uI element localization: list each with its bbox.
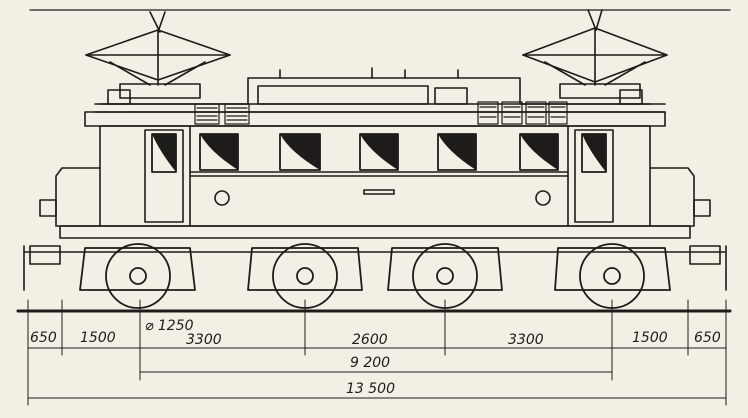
dim-1500-right: 1500	[632, 330, 668, 346]
dimension-lines	[27, 299, 727, 406]
window-shading	[152, 134, 606, 172]
body-shell	[84, 111, 666, 227]
dim-2600: 2600	[352, 332, 388, 348]
roof	[94, 67, 666, 113]
dim-650-left: 650	[30, 330, 57, 346]
pantograph-right	[522, 9, 668, 99]
dim-3300-right: 3300	[508, 332, 544, 348]
dim-650-right: 650	[694, 330, 721, 346]
dim-3300-left: 3300	[186, 332, 222, 348]
wheelsets	[79, 243, 671, 309]
roof-louvres	[194, 101, 568, 125]
dim-1500-left: 1500	[80, 330, 116, 346]
wheel-diameter-label: ⌀ 1250	[145, 318, 194, 334]
dim-9200: 9 200	[350, 355, 390, 371]
pantograph-left	[85, 11, 231, 99]
dim-13500: 13 500	[346, 381, 395, 397]
underframe	[23, 225, 727, 291]
